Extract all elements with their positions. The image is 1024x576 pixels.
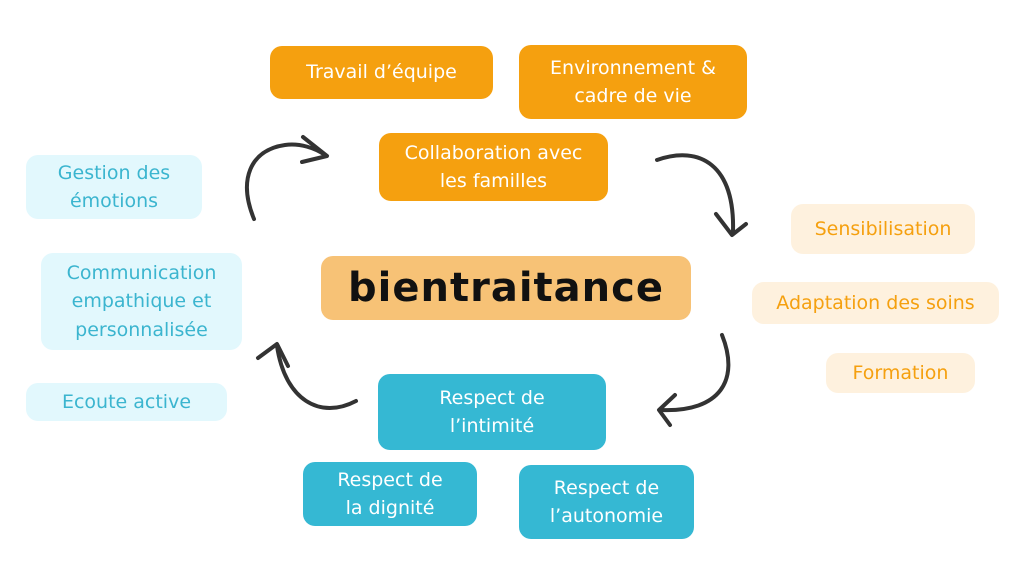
box-collaboration: Collaboration avec les familles	[379, 133, 608, 201]
box-travail-equipe: Travail d’équipe	[270, 46, 493, 99]
box-label: Collaboration avec les familles	[404, 141, 583, 193]
central-label: bientraitance	[348, 265, 664, 311]
box-respect-autonomie: Respect de l’autonomie	[519, 465, 694, 539]
box-respect-intimite: Respect de l’intimité	[378, 374, 606, 450]
arrow-bottom-left-icon	[256, 342, 358, 411]
box-adaptation: Adaptation des soins	[752, 282, 999, 324]
box-label: Environnement & cadre de vie	[550, 56, 716, 108]
arrow-top-left-icon	[245, 135, 329, 221]
box-label: Ecoute active	[61, 390, 192, 413]
box-label: Respect de l’autonomie	[549, 476, 664, 528]
box-label: Formation	[852, 361, 949, 384]
box-formation: Formation	[826, 353, 975, 393]
central-concept: bientraitance	[321, 256, 691, 320]
box-ecoute: Ecoute active	[26, 383, 227, 421]
box-label: Sensibilisation	[814, 217, 952, 240]
box-label: Adaptation des soins	[776, 291, 975, 314]
arrow-bottom-right-icon	[657, 333, 731, 427]
box-communication: Communication empathique et personnalisé…	[41, 253, 242, 350]
box-environnement: Environnement & cadre de vie	[519, 45, 747, 119]
box-label: Respect de l’intimité	[439, 386, 545, 438]
box-label: Gestion des émotions	[57, 161, 171, 213]
box-label: Respect de la dignité	[337, 468, 443, 520]
box-sensibilisation: Sensibilisation	[791, 204, 975, 254]
box-label: Travail d’équipe	[306, 61, 457, 84]
box-gestion-emotions: Gestion des émotions	[26, 155, 202, 219]
arrow-top-right-icon	[655, 153, 748, 237]
box-label: Communication empathique et personnalisé…	[66, 261, 217, 341]
box-respect-dignite: Respect de la dignité	[303, 462, 477, 526]
